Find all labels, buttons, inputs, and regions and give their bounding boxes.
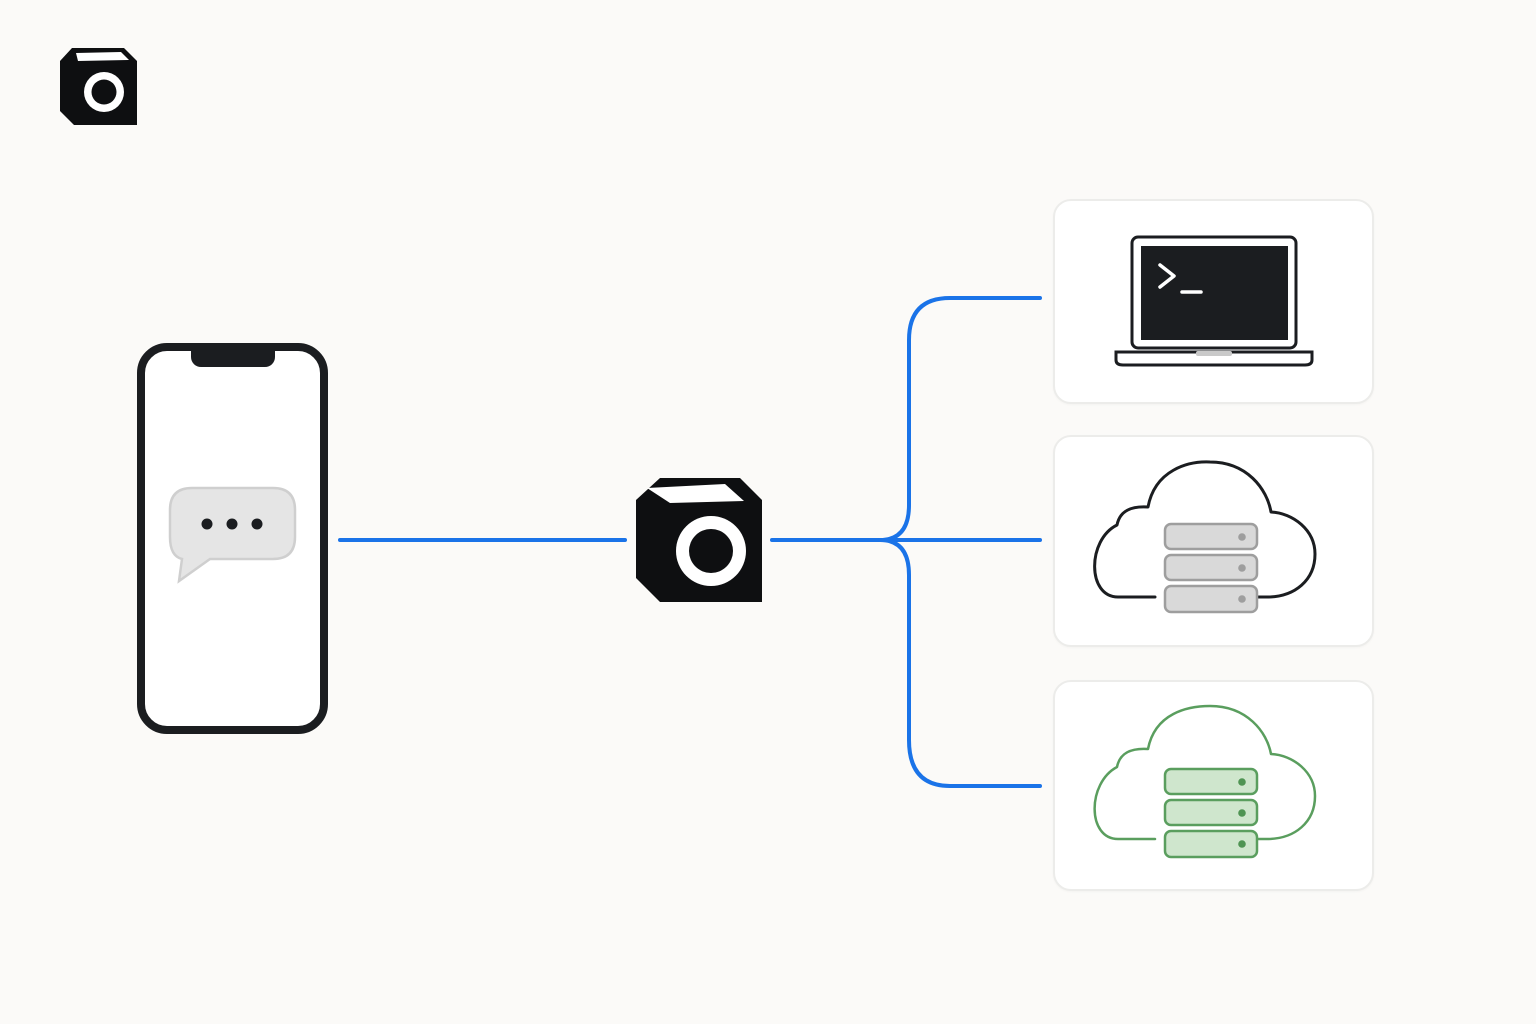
smartphone [137, 343, 328, 734]
hub-box-ring-logo-icon [636, 478, 762, 602]
cloud-server-green-icon [1093, 704, 1317, 859]
laptop-card [1053, 199, 1374, 404]
phone-notch [191, 349, 275, 367]
cloud-server-card [1053, 435, 1374, 647]
cloud-server-green-card [1053, 680, 1374, 891]
box-ring-logo-icon [60, 48, 137, 125]
connector-hub-laptop [878, 296, 1042, 542]
connector-hub-cloud-server-green [878, 538, 1042, 788]
laptop-terminal-icon [1114, 235, 1314, 367]
typing-indicator-icon [201, 518, 263, 530]
chat-bubble-icon [168, 486, 297, 584]
cloud-server-icon [1093, 460, 1317, 614]
